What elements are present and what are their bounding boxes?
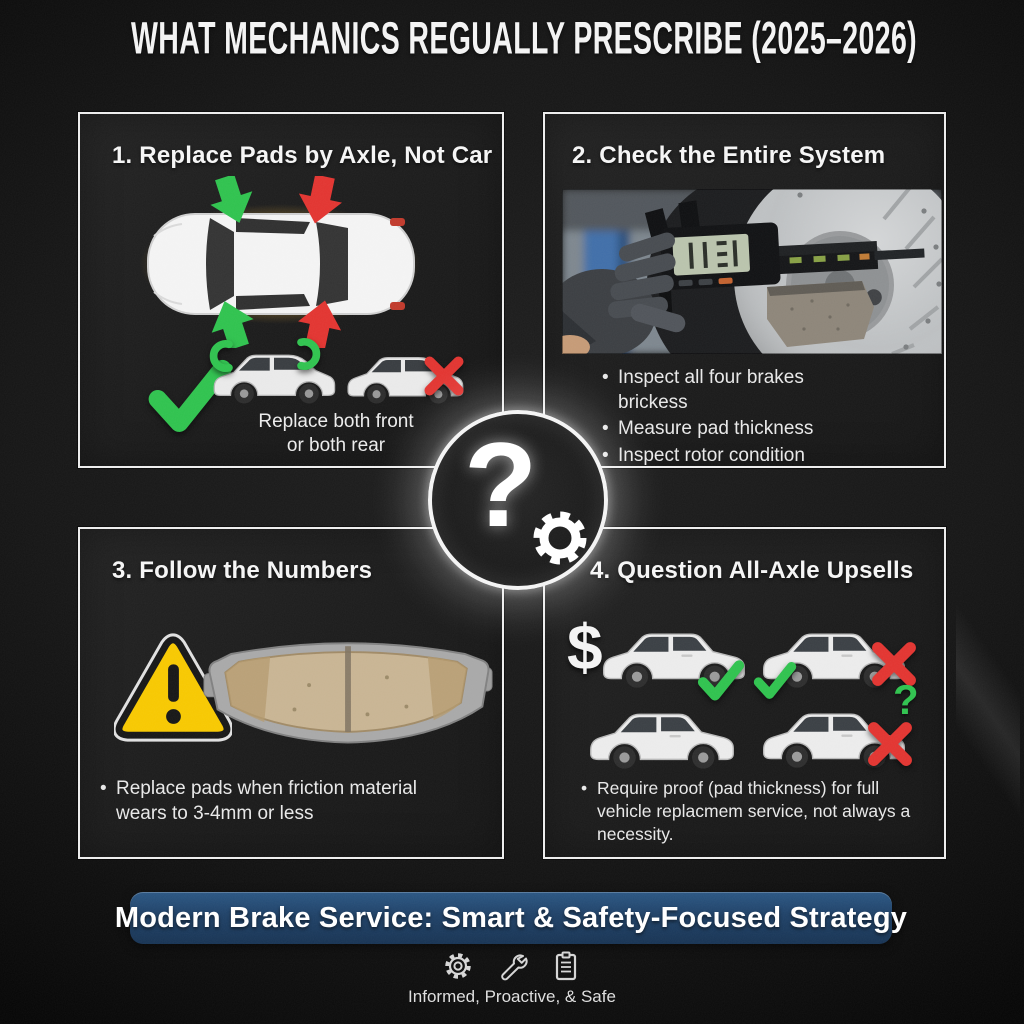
panel4-title: 4. Question All-Axle Upsells [590,557,914,584]
green-question-mark: ? [893,676,919,723]
car-top-body [147,203,415,325]
footer-tagline: Informed, Proactive, & Safe [408,987,616,1006]
wrench-icon [501,954,528,981]
caption-line2: or both rear [286,434,386,456]
panel1-title: 1. Replace Pads by Axle, Not Car [112,142,493,169]
x-mark-icon [420,352,468,400]
bottom-banner: Modern Brake Service: Smart & Safety-Foc… [115,892,907,944]
list-item: Require proof (pad thickness) for full v… [579,777,935,845]
badge-question-mark: ? [464,418,538,552]
x-mark-icon [863,717,917,771]
page-title: WHAT MECHANICS REGUALLY PRESCRIBE (2025–… [0,14,1024,64]
center-question-badge: ? [428,410,608,590]
worn-brake-pad-graphic [203,642,493,744]
dollar-sign: $ [567,611,603,683]
panel-check-entire-system: 2. Check the Entire System [543,112,946,468]
page-title-text: WHAT MECHANICS REGUALLY PRESCRIBE (2025–… [131,13,918,65]
sedan-bottom-left [587,701,737,769]
list-item: Replace pads when friction material wear… [98,777,448,826]
check-icon [753,659,797,703]
upsell-list: Require proof (pad thickness) for full v… [579,777,935,847]
axle-hook-left-icon [202,338,238,374]
light-streak [956,545,1020,875]
panel3-title: 3. Follow the Numbers [112,557,373,584]
panel2-title: 2. Check the Entire System [572,142,886,169]
gear-icon [533,511,587,565]
footer-icon-row [0,950,1024,982]
banner-label: Modern Brake Service: Smart & Safety-Foc… [114,901,908,934]
caliper-lcd [672,233,750,276]
caption-line1: Replace both front [258,411,414,432]
gear-icon [445,953,471,979]
list-item: Measure pad thickness [600,417,855,442]
list-item: Inspect all four brakes brickess [600,366,855,415]
caliper-measurement-photo [562,189,942,354]
system-check-list: Inspect all four brakes brickess Measure… [600,366,855,471]
axle-hook-right-icon [292,336,328,372]
brake-pad-measured [767,281,874,347]
rear-window [316,222,348,306]
car-top-view-graphic [140,176,420,348]
checklist-icon [555,951,577,981]
axle-caption: Replace both front or both rear [246,410,426,458]
panel-follow-the-numbers: 3. Follow the Numbers Replace pads when … [78,527,504,859]
panel-replace-pads-by-axle: 1. Replace Pads by Axle, Not Car Replace… [78,112,504,468]
windshield [206,218,234,310]
numbers-list: Replace pads when friction material wear… [98,777,448,828]
check-icon [697,657,745,705]
list-item: Inspect rotor condition [600,444,855,469]
panel-question-upsells: 4. Question All-Axle Upsells $ ? Require… [543,527,946,859]
